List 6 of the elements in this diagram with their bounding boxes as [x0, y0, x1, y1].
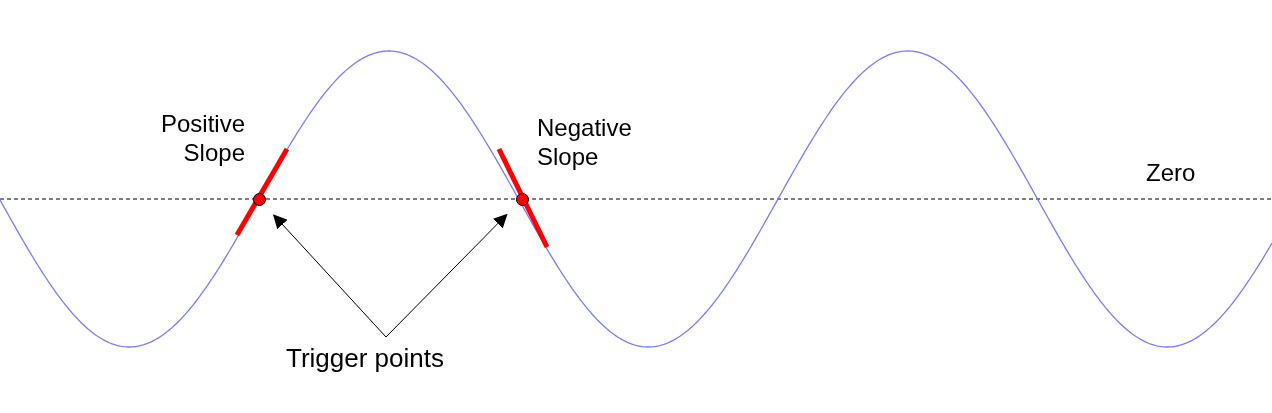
slope-label: Positive Slope — [159, 110, 245, 168]
slope-label: Zero — [1146, 159, 1197, 188]
trigger-label: Trigger points — [286, 343, 444, 375]
arrow — [385, 213, 508, 338]
arrow — [272, 214, 387, 338]
slope-label: Negative Slope — [537, 114, 633, 172]
